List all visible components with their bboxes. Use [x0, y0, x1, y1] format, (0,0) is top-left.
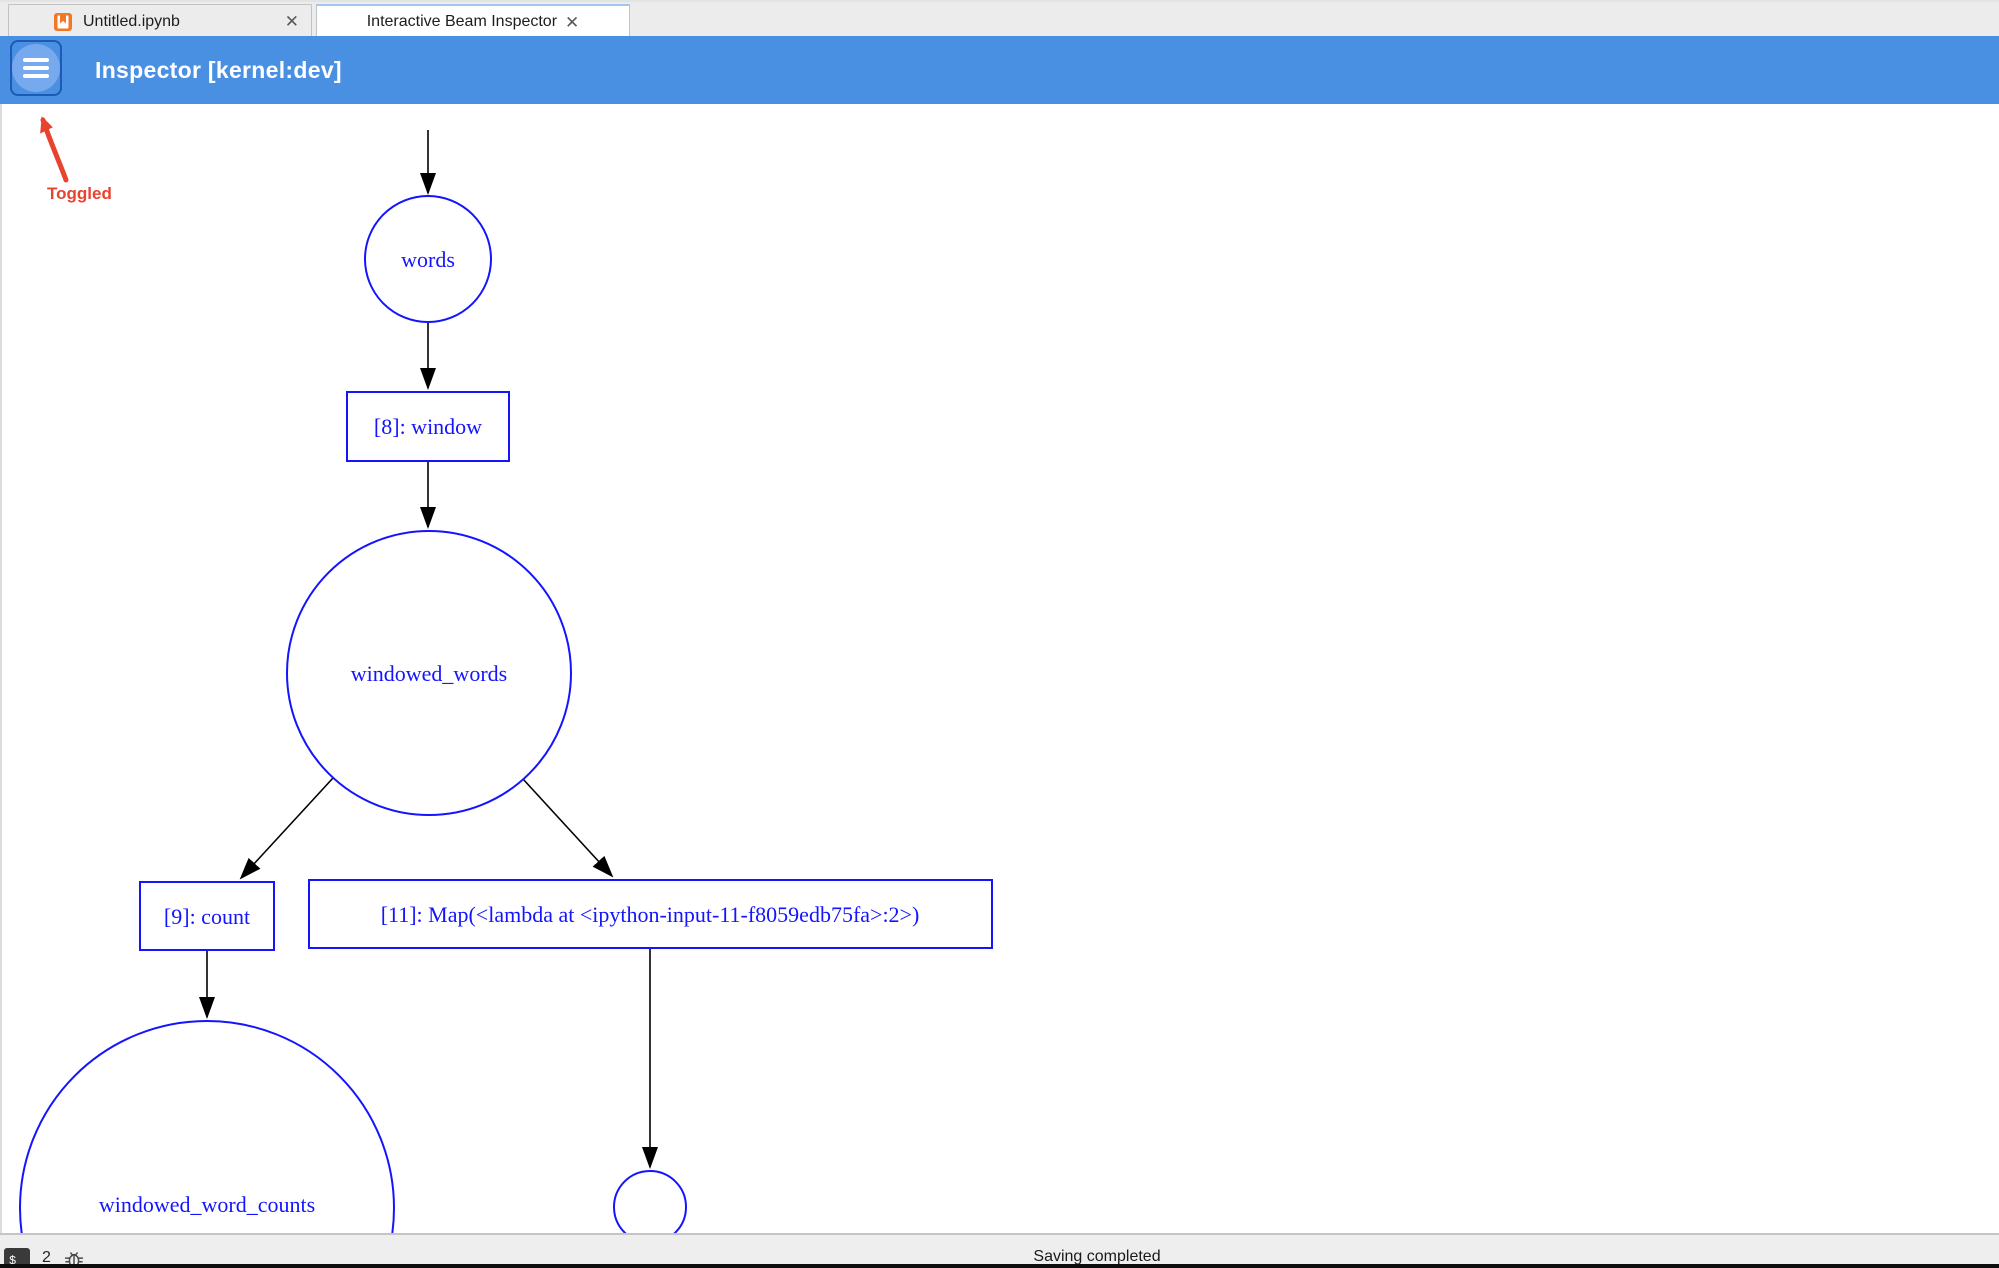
screenshot-bottom-edge [0, 1264, 1999, 1268]
terminal-glyph: $ [9, 1254, 17, 1268]
tab-bar: Untitled.ipynb ✕ Interactive Beam Inspec… [0, 0, 1999, 38]
node-count-label: [9]: count [164, 904, 250, 929]
toggled-annotation-label: Toggled [47, 184, 112, 203]
edge-windowed-words-to-map [522, 778, 614, 878]
edge-windowed-words-to-count [239, 777, 334, 880]
close-icon[interactable]: ✕ [284, 12, 299, 31]
node-windowed-word-counts-label: windowed_word_counts [99, 1192, 315, 1217]
tab-untitled-notebook[interactable]: Untitled.ipynb ✕ [8, 4, 312, 38]
node-count-box[interactable] [139, 881, 275, 951]
tab-interactive-beam-inspector[interactable]: Interactive Beam Inspector ✕ [316, 4, 630, 38]
node-map-lambda-label: [11]: Map(<lambda at <ipython-input-11-f… [381, 902, 920, 927]
node-windowed-words-label: windowed_words [351, 661, 507, 686]
terminal-icon[interactable]: $ [4, 1248, 30, 1268]
page-title: Inspector [kernel:dev] [95, 57, 342, 83]
node-map-lambda-box[interactable] [308, 879, 993, 949]
node-window-box[interactable] [346, 391, 510, 462]
pipeline-graph-panel: words [8]: window windowed_words [9]: co… [0, 104, 1999, 1233]
toggled-annotation-arrow [40, 116, 69, 183]
tab-label: Untitled.ipynb [83, 12, 180, 30]
pipeline-dag: words [8]: window windowed_words [9]: co… [19, 116, 993, 1233]
node-words-label: words [401, 247, 455, 272]
status-bar: $ 2 Saving completed [0, 1233, 1999, 1268]
menu-toggle-button[interactable] [10, 40, 62, 96]
tab-label: Interactive Beam Inspector [366, 13, 558, 30]
menu-icon [12, 44, 60, 92]
node-windowed-word-counts-circle[interactable] [19, 1020, 395, 1233]
status-message: Saving completed [1033, 1248, 1161, 1265]
node-words-circle[interactable] [364, 195, 492, 323]
node-windowed-words-circle[interactable] [286, 530, 572, 816]
inspector-header: Inspector [kernel:dev] [0, 36, 1999, 104]
node-unnamed-pcollection-circle[interactable] [613, 1170, 687, 1233]
node-window-label: [8]: window [374, 414, 482, 439]
notebook-icon [54, 12, 72, 31]
close-icon[interactable]: ✕ [565, 12, 580, 32]
terminal-count[interactable]: 2 [42, 1249, 51, 1266]
